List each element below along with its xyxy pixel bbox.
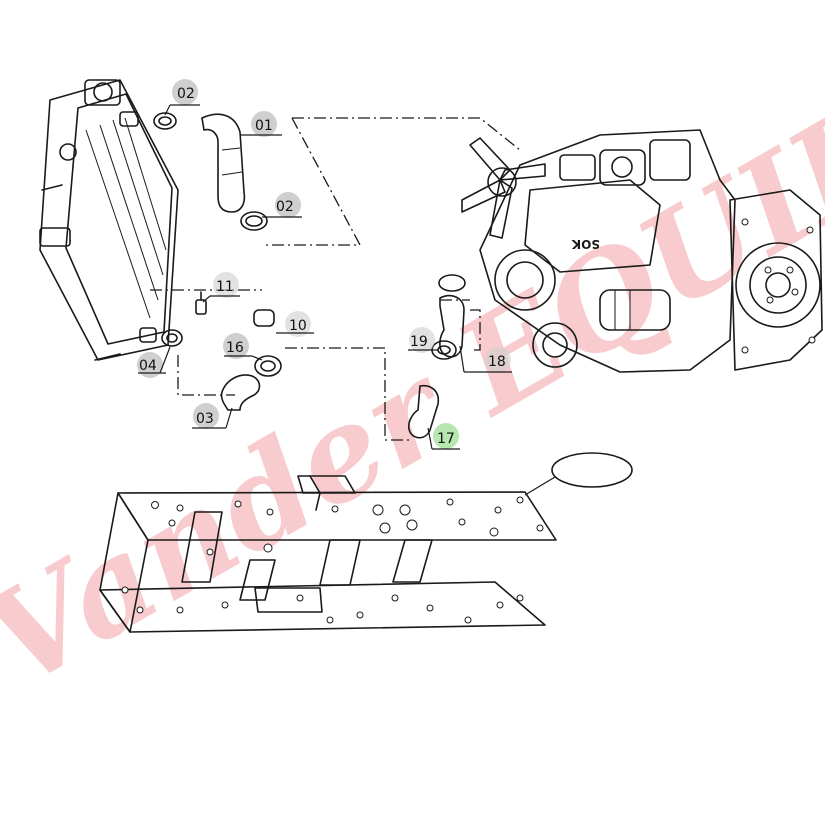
callout-label-02-lower: 02: [276, 199, 294, 215]
callout-17: 17: [427, 423, 460, 450]
callout-01: 01: [240, 111, 282, 137]
clamp-16: [254, 355, 282, 377]
clamp-04: [161, 329, 183, 347]
callout-label-16: 16: [226, 340, 244, 356]
callout-label-18: 18: [488, 354, 506, 370]
hose-03: [220, 374, 261, 411]
frame-callout-ellipse: [524, 452, 633, 496]
hose-01: [201, 113, 246, 213]
callout-10: 10: [276, 311, 314, 337]
fan: [461, 137, 546, 239]
callout-label-04: 04: [139, 358, 157, 374]
watermark: Vander EQUIPMENT: [0, 0, 825, 717]
callout-19: 19: [408, 327, 438, 353]
callout-label-03: 03: [196, 411, 214, 427]
hose-18: [438, 274, 466, 358]
callout-04: 04: [137, 346, 171, 378]
callout-label-17: 17: [437, 431, 455, 447]
callout-03: 03: [192, 403, 233, 429]
fitting-11: [195, 291, 207, 315]
clamp-02-upper: [153, 112, 177, 130]
callout-label-11: 11: [216, 279, 234, 295]
engine-marking: SOK: [571, 237, 600, 251]
callout-16: 16: [223, 333, 263, 361]
chassis-frame: [99, 475, 557, 633]
callout-02-upper: 02: [164, 79, 200, 116]
routing-lines: [150, 117, 521, 441]
engine: SOK: [461, 129, 823, 373]
hose-17: [407, 384, 440, 439]
svg-text:Vander EQUIPMENT: Vander EQUIPMENT: [0, 0, 825, 717]
callout-02-lower: 02: [262, 192, 302, 218]
callout-label-02: 02: [177, 86, 195, 102]
clamp-02-lower: [240, 211, 268, 231]
radiator: [39, 79, 179, 361]
callout-18: 18: [459, 345, 512, 373]
callout-label-19: 19: [410, 334, 428, 350]
callout-label-10: 10: [289, 318, 307, 334]
callout-11: 11: [202, 272, 240, 303]
plug-10: [253, 309, 275, 327]
callout-label-01: 01: [255, 118, 273, 134]
